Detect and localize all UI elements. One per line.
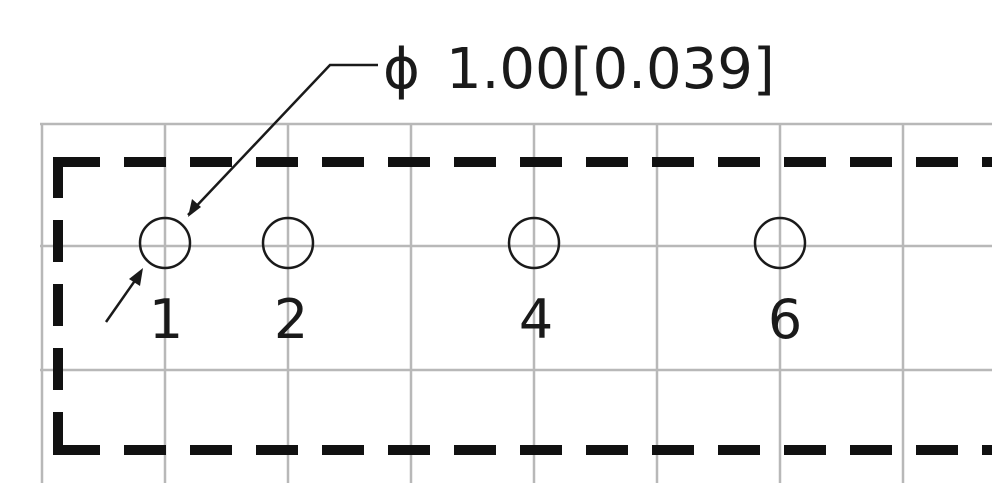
pin-hole-6 — [753, 216, 807, 270]
outline-corner-bottom-left — [53, 412, 100, 455]
grid — [40, 122, 992, 483]
leader-arrowhead-bottom — [129, 268, 143, 286]
pin-label-1: 1 — [149, 288, 183, 351]
dimension-leader — [104, 63, 378, 323]
outline-corner-top-left — [53, 157, 100, 198]
pin-label-4: 4 — [519, 288, 553, 351]
diameter-dimension-label: 1.00[0.039] — [446, 37, 775, 102]
pin-label-2: 2 — [274, 288, 308, 351]
leader-arrowhead-top — [188, 199, 201, 217]
pin-hole-1 — [138, 216, 192, 270]
pin-holes — [138, 216, 807, 270]
component-outline — [53, 157, 992, 455]
leader-line — [187, 63, 378, 216]
diameter-symbol: ϕ — [383, 37, 420, 102]
pin-hole-4 — [507, 216, 561, 270]
pin-label-6: 6 — [768, 288, 802, 351]
pin-hole-2 — [261, 216, 315, 270]
